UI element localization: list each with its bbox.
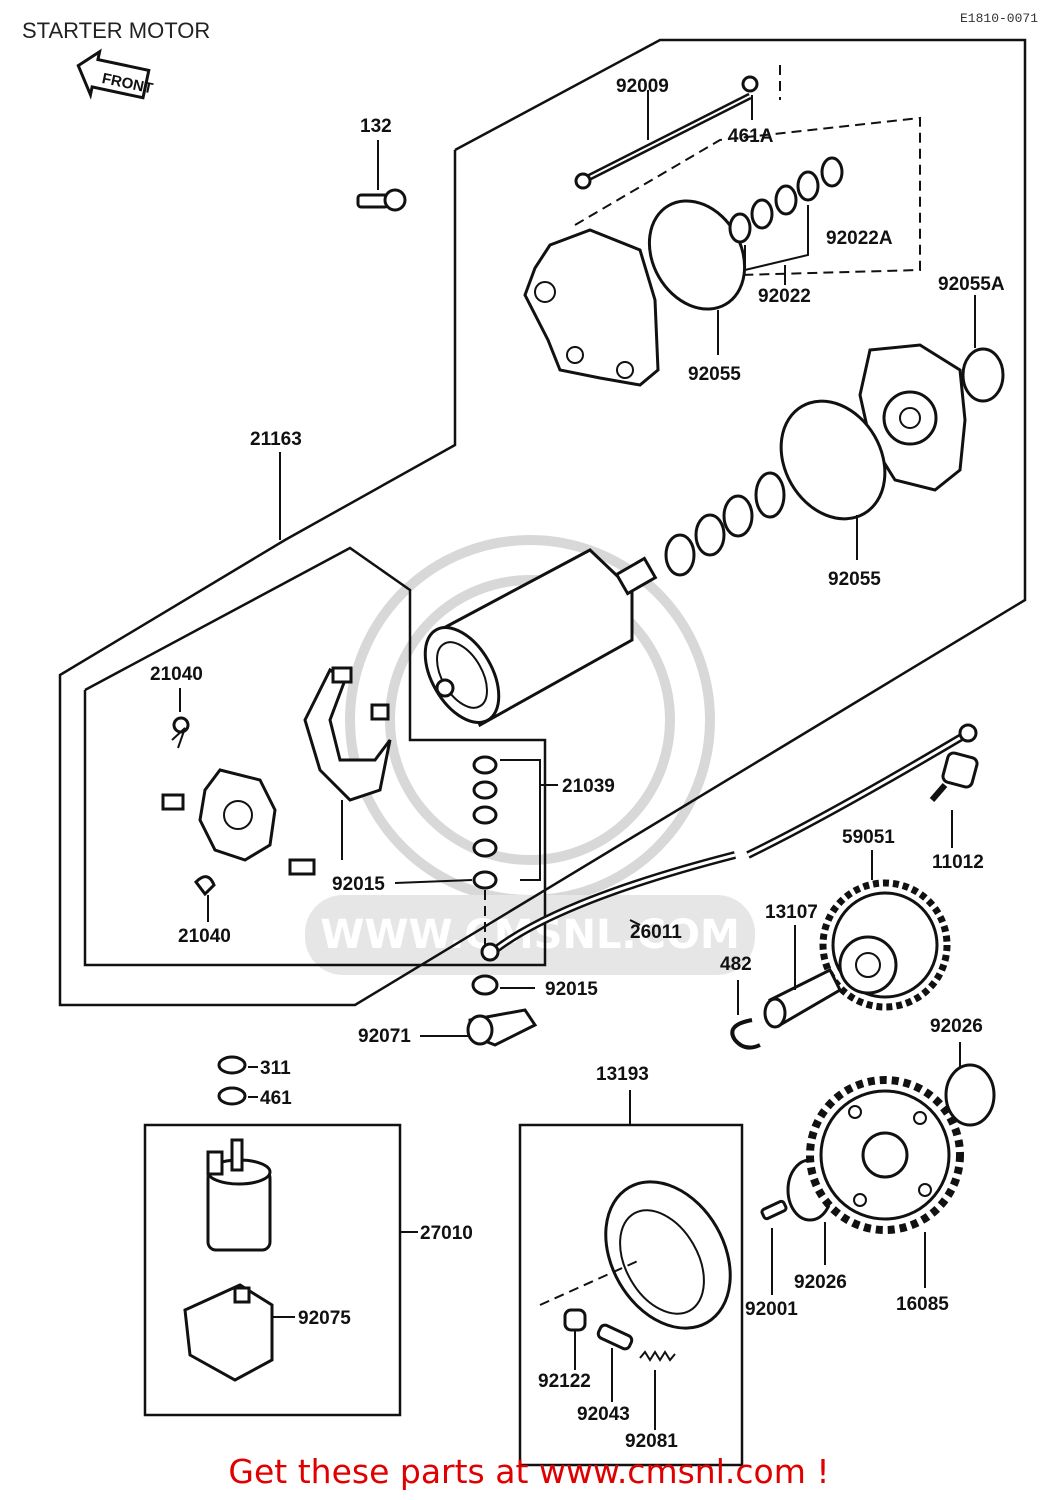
washer-461: [217, 1086, 247, 1106]
label-92122: 92122: [538, 1371, 591, 1392]
armature-shims: [664, 471, 786, 577]
label-21040-top: 21040: [150, 664, 203, 685]
label-13107: 13107: [765, 902, 818, 923]
page-title: STARTER MOTOR: [22, 18, 210, 43]
label-92026-b: 92026: [794, 1272, 847, 1293]
label-92075: 92075: [298, 1308, 351, 1329]
idle-gear-59051: [819, 879, 951, 1011]
label-16085: 16085: [896, 1294, 949, 1315]
starter-lead-26011: [480, 723, 978, 962]
label-27010: 27010: [420, 1223, 473, 1244]
label-92055-mid: 92055: [828, 569, 881, 590]
label-92071: 92071: [358, 1026, 411, 1047]
through-bolt-92009: [574, 90, 752, 190]
o-ring-92055A: [961, 347, 1005, 403]
idle-gear-shaft-13107: [763, 925, 842, 1029]
label-461: 461: [260, 1088, 292, 1109]
brush-holder: [303, 666, 392, 860]
label-92043: 92043: [577, 1404, 630, 1425]
label-21040-bottom: 21040: [178, 926, 231, 947]
front-end-cover: [858, 343, 967, 492]
brush-plate: [161, 768, 316, 876]
label-92022: 92022: [758, 286, 811, 307]
solenoid-27010: [206, 1138, 272, 1252]
label-11012: 11012: [932, 852, 984, 873]
label-482: 482: [720, 954, 752, 975]
label-13193: 13193: [596, 1064, 649, 1085]
label-92081: 92081: [625, 1431, 678, 1452]
bolt-132: [356, 140, 407, 212]
one-way-clutch-13193: [539, 1180, 732, 1330]
washer-92026-top: [944, 1063, 996, 1127]
brush-spring-21040-top: [171, 716, 190, 749]
bolt-92001: [760, 1199, 788, 1295]
circlip-482: [730, 1018, 761, 1050]
front-arrow-icon: FRONT: [76, 48, 154, 100]
label-92001: 92001: [745, 1299, 798, 1320]
rear-end-cover: [523, 228, 660, 387]
starter-assembly-outline: [58, 38, 1027, 1007]
label-21163: 21163: [250, 429, 302, 450]
label-132: 132: [360, 116, 392, 137]
label-311: 311: [260, 1058, 291, 1079]
rear-cover-dashed-outline: [574, 116, 921, 276]
footer-promo-text[interactable]: Get these parts at www.cmsnl.com !: [228, 1452, 830, 1491]
label-461A: 461A: [728, 126, 774, 147]
terminal-washers-21039: [472, 755, 541, 960]
label-92015-a: 92015: [332, 874, 385, 895]
terminal-boot-11012: [929, 751, 979, 802]
solenoid-group-box: [143, 1123, 402, 1417]
solenoid-cover-92075: [183, 1283, 274, 1382]
label-21039: 21039: [562, 776, 615, 797]
terminal-cap-92071: [466, 1008, 538, 1047]
diagram-code: E1810-0071: [960, 11, 1038, 26]
o-ring-92055-mid: [779, 399, 887, 521]
shim-washers-92022: [728, 156, 844, 285]
label-59051: 59051: [842, 827, 895, 848]
pin-92043: [596, 1323, 634, 1351]
label-92009: 92009: [616, 76, 669, 97]
washer-92015: [471, 974, 499, 996]
watermark-text: WWW.CMSNL.COM: [320, 912, 740, 958]
label-92055A: 92055A: [938, 274, 1005, 295]
armature-subassembly-outline: [83, 546, 547, 967]
leader-lines: [179, 452, 953, 1430]
label-92026-a: 92026: [930, 1016, 983, 1037]
label-92015-b: 92015: [545, 979, 598, 1000]
spring-92081: [639, 1350, 676, 1362]
starter-clutch-gear-16085: [806, 1076, 964, 1288]
brush-spring-21040-bottom: [194, 875, 216, 897]
label-92022A: 92022A: [826, 228, 893, 249]
nut-311: [217, 1055, 247, 1075]
starter-yoke-armature: [423, 548, 658, 728]
nut-461A: [741, 65, 781, 120]
label-92055-top: 92055: [688, 364, 741, 385]
roller-92122: [563, 1308, 587, 1332]
label-26011: 26011: [630, 922, 682, 943]
